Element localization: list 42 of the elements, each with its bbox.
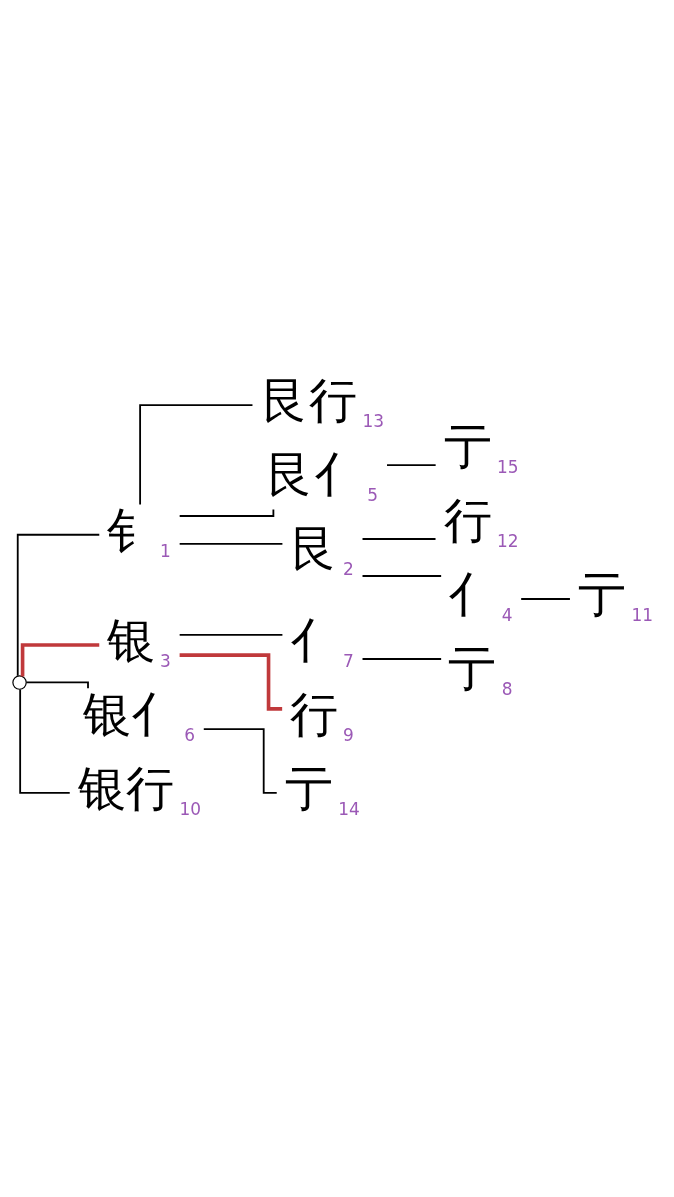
node-text: 银行 bbox=[77, 759, 174, 816]
node-label: 7 bbox=[343, 650, 354, 671]
node-text: 银亻 bbox=[82, 685, 179, 742]
node-label: 6 bbox=[184, 724, 196, 745]
connector bbox=[520, 597, 571, 600]
connector bbox=[178, 633, 284, 636]
node-text: 亻 bbox=[289, 611, 338, 668]
node-label: 11 bbox=[631, 604, 654, 625]
node-label: 13 bbox=[362, 410, 385, 431]
node-label: 14 bbox=[338, 798, 360, 819]
node-label: 1 bbox=[160, 540, 171, 561]
node-circle bbox=[12, 674, 27, 690]
connector bbox=[20, 642, 100, 676]
node-text: 艮亻 bbox=[265, 445, 362, 502]
node-text: 钅 bbox=[106, 501, 155, 558]
node-text: 艮行 bbox=[260, 371, 357, 428]
node-text: 行 bbox=[443, 491, 492, 548]
node-label: 5 bbox=[367, 484, 379, 505]
node-text: 艮 bbox=[289, 519, 338, 576]
connector bbox=[386, 463, 437, 466]
node-text: 亍 bbox=[448, 639, 497, 696]
node-label: 9 bbox=[343, 724, 354, 745]
connector bbox=[361, 537, 437, 540]
node-label: 8 bbox=[501, 678, 513, 699]
node-label: 15 bbox=[496, 456, 519, 477]
node-label: 12 bbox=[496, 530, 519, 551]
connector bbox=[178, 542, 284, 545]
node-text: 亍 bbox=[578, 565, 627, 622]
connector bbox=[19, 688, 71, 794]
node-text: 行 bbox=[289, 685, 338, 742]
node-label: 10 bbox=[179, 798, 202, 819]
connector bbox=[139, 403, 254, 505]
node-label: 4 bbox=[501, 604, 513, 625]
connector bbox=[16, 533, 101, 677]
node-text: 亍 bbox=[443, 417, 492, 474]
node-label: 3 bbox=[160, 650, 171, 671]
connector bbox=[361, 574, 443, 577]
node-text: 亻 bbox=[448, 565, 497, 622]
connector bbox=[361, 657, 443, 660]
node-label: 2 bbox=[343, 558, 354, 579]
node-text: 亍 bbox=[284, 759, 333, 816]
node-text: 银 bbox=[106, 611, 155, 668]
